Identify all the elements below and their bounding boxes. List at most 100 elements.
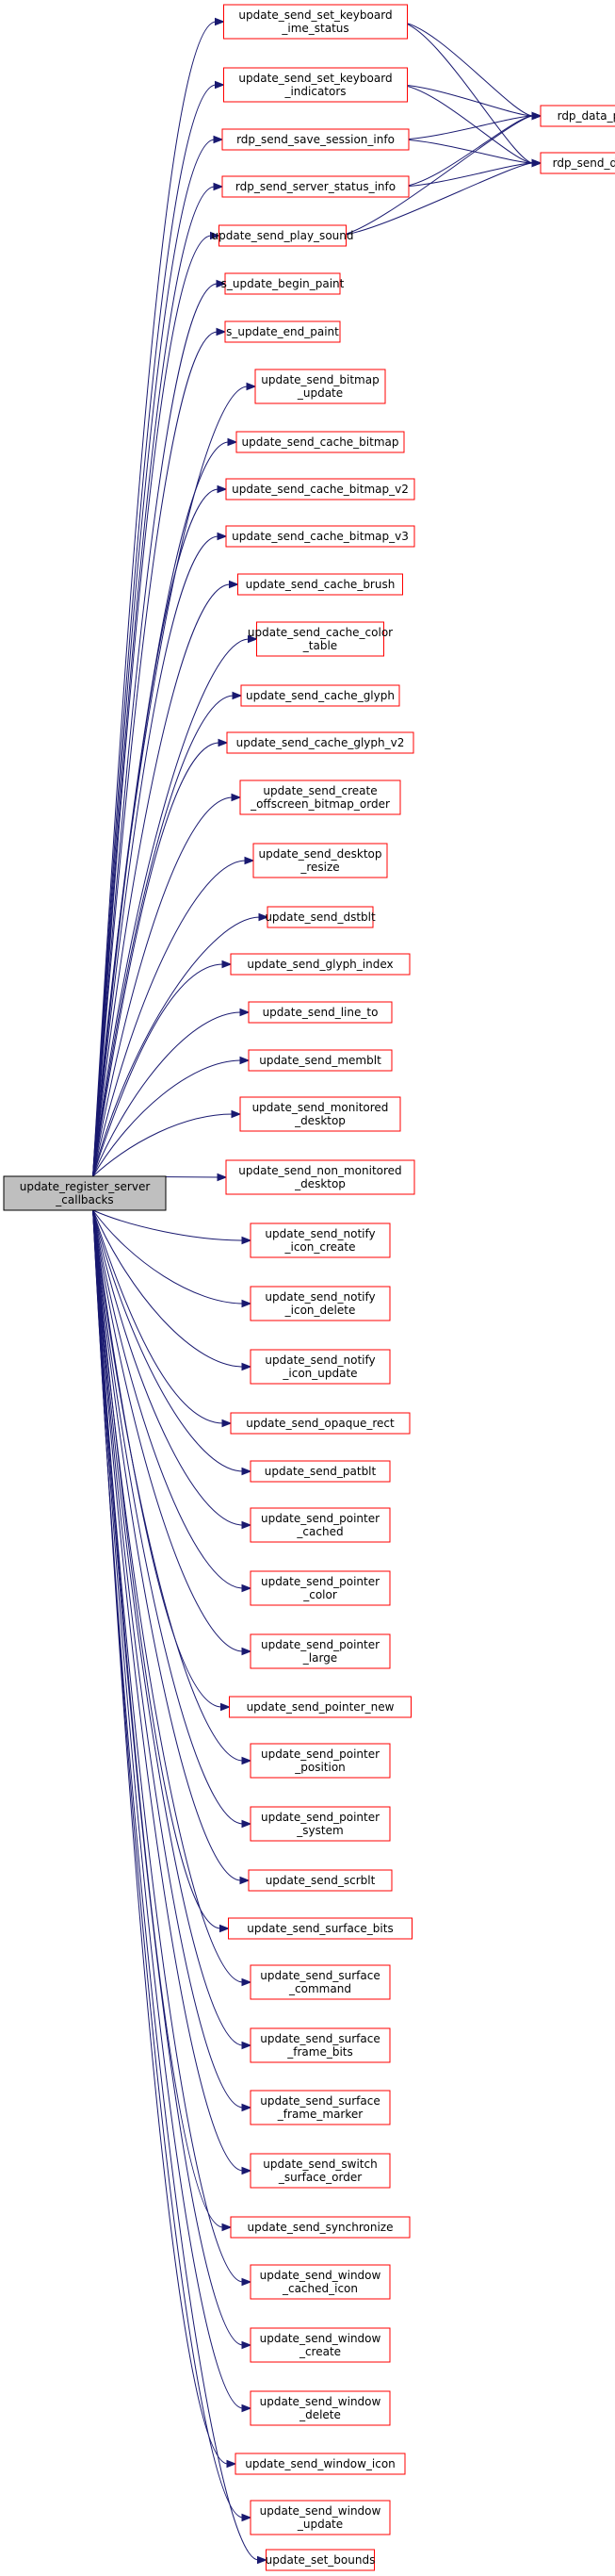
edge-to-play-sound: [92, 235, 212, 1177]
callee-node-play-sound[interactable]: update_send_play_sound: [212, 224, 354, 247]
arrowhead-cache-color: [248, 634, 258, 644]
edge-to-surface-frame-bits: [92, 1209, 244, 2046]
callee-node-dstblt[interactable]: update_send_dstblt: [265, 906, 376, 928]
edge-save-session-to-send-pdu: [398, 139, 534, 164]
callee-node-cache-color[interactable]: update_send_cache_color_table: [248, 621, 393, 657]
node-label-line: update_send_monitored: [252, 1101, 389, 1114]
callee-node-pointer-position[interactable]: update_send_pointer_position: [250, 1743, 391, 1779]
node-label-line: _desktop: [294, 1114, 346, 1127]
node-label-line: update_send_opaque_rect: [246, 1417, 395, 1430]
arrowhead-surface-command: [241, 1977, 252, 1987]
arrowhead-glyph-index: [221, 960, 233, 969]
callee-node-notify-create[interactable]: update_send_notify_icon_create: [250, 1222, 391, 1258]
callee-node-memblt[interactable]: update_send_memblt: [248, 1049, 393, 1072]
callee-node-create-offscreen[interactable]: update_send_create_offscreen_bitmap_orde…: [239, 779, 401, 815]
callee-node-surface-frame-marker[interactable]: update_send_surface_frame_marker: [250, 2090, 391, 2125]
edge-to-cache-brush: [92, 583, 231, 1177]
callee-node-server-status[interactable]: rdp_send_server_status_info: [221, 175, 410, 198]
node-label-line: _create: [299, 2345, 341, 2358]
callee-node-scrblt[interactable]: update_send_scrblt: [248, 1869, 393, 1892]
callee-node-kbd-ime[interactable]: update_send_set_keyboard_ime_status: [223, 4, 408, 40]
callee-node-pointer-system[interactable]: update_send_pointer_system: [250, 1806, 391, 1842]
callee-node-surface-command[interactable]: update_send_surface_command: [250, 1964, 391, 2000]
arrowhead-window-cached-icon: [241, 2277, 252, 2287]
target-node-send-pdu[interactable]: rdp_send_data_pdu: [540, 152, 615, 174]
callee-node-set-bounds[interactable]: update_set_bounds: [266, 2549, 376, 2571]
node-label-line: _delete: [299, 2408, 341, 2421]
edge-to-dstblt: [92, 916, 261, 1177]
callee-node-monitored[interactable]: update_send_monitored_desktop: [239, 1096, 401, 1132]
callee-node-pointer-large[interactable]: update_send_pointer_large: [250, 1633, 391, 1669]
node-label-line: _icon_create: [284, 1240, 356, 1254]
edge-play-sound-to-send-pdu: [336, 162, 534, 237]
edge-to-pointer-new: [92, 1209, 222, 1708]
callee-node-cache-bitmap-v3[interactable]: update_send_cache_bitmap_v3: [225, 525, 415, 548]
callee-node-surface-frame-bits[interactable]: update_send_surface_frame_bits: [250, 2027, 391, 2063]
callee-node-switch-surface[interactable]: update_send_switch_surface_order: [250, 2153, 391, 2189]
node-label-line: update_register_server: [20, 1180, 151, 1193]
edge-to-pointer-position: [92, 1209, 244, 1762]
callee-node-end-paint[interactable]: s_update_end_paint: [224, 320, 341, 343]
callee-node-line-to[interactable]: update_send_line_to: [248, 1001, 393, 1024]
callee-node-window-update[interactable]: update_send_window_update: [250, 2500, 391, 2535]
callee-node-surface-bits[interactable]: update_send_surface_bits: [228, 1917, 413, 1940]
node-label-line: _ime_status: [281, 22, 348, 35]
callee-node-synchronize[interactable]: update_send_synchronize: [230, 2216, 411, 2239]
node-label-line: s_update_begin_paint: [221, 277, 345, 290]
callee-node-save-session[interactable]: rdp_send_save_session_info: [221, 128, 410, 151]
call-edges: [92, 17, 542, 2565]
edge-to-kbd-ind: [92, 84, 217, 1177]
node-label-line: _table: [302, 639, 337, 652]
edge-to-pointer-color: [92, 1209, 244, 1589]
callee-node-cache-bitmap[interactable]: update_send_cache_bitmap: [235, 431, 405, 453]
arrowhead-surface-frame-bits: [241, 2041, 252, 2050]
edge-to-notify-delete: [92, 1209, 244, 1304]
callee-node-pointer-color[interactable]: update_send_pointer_color: [250, 1570, 391, 1606]
callee-node-pointer-cached[interactable]: update_send_pointer_cached: [250, 1507, 391, 1543]
node-label-line: rdp_send_server_status_info: [235, 180, 396, 193]
callee-node-glyph-index[interactable]: update_send_glyph_index: [230, 953, 411, 976]
edge-to-save-session: [92, 139, 216, 1177]
arrowhead-cache-bitmap-v2: [217, 484, 228, 494]
edge-to-glyph-index: [92, 963, 224, 1177]
callee-node-bitmap-update[interactable]: update_send_bitmap_update: [254, 369, 386, 404]
edge-to-window-icon: [92, 1209, 229, 2465]
target-node-pdu-init[interactable]: rdp_data_pdu_init: [540, 105, 615, 127]
callee-node-non-monitored[interactable]: update_send_non_monitored_desktop: [225, 1159, 415, 1195]
callee-node-begin-paint[interactable]: s_update_begin_paint: [221, 272, 345, 295]
callee-node-opaque-rect[interactable]: update_send_opaque_rect: [230, 1412, 411, 1435]
callee-node-cache-bitmap-v2[interactable]: update_send_cache_bitmap_v2: [225, 478, 415, 500]
arrowhead-play-sound-send-pdu: [531, 158, 542, 168]
arrowhead-line-to: [239, 1008, 251, 1017]
callee-node-patblt[interactable]: update_send_patblt: [250, 1460, 391, 1483]
arrowhead-kbd-ind: [215, 80, 225, 90]
arrowhead-window-icon: [226, 2459, 237, 2469]
callee-node-notify-update[interactable]: update_send_notify_icon_update: [250, 1349, 391, 1385]
node-label-line: update_send_window: [260, 2504, 381, 2518]
callee-node-kbd-ind[interactable]: update_send_set_keyboard_indicators: [223, 67, 408, 103]
callee-node-notify-delete[interactable]: update_send_notify_icon_delete: [250, 1286, 391, 1321]
callee-node-window-delete[interactable]: update_send_window_delete: [250, 2390, 391, 2426]
callee-node-window-create[interactable]: update_send_window_create: [250, 2327, 391, 2363]
callee-node-window-icon[interactable]: update_send_window_icon: [235, 2453, 406, 2475]
callee-node-cache-glyph-v2[interactable]: update_send_cache_glyph_v2: [226, 731, 414, 754]
arrowhead-cache-glyph-v2: [218, 738, 229, 747]
root-node-update-register-server-callbacks[interactable]: update_register_server_callbacks: [3, 1175, 167, 1211]
node-label-line: _position: [294, 1761, 346, 1774]
callee-node-cache-glyph[interactable]: update_send_cache_glyph: [240, 684, 400, 707]
arrowhead-opaque-rect: [221, 1419, 233, 1428]
node-label-line: update_send_pointer: [261, 1747, 380, 1761]
edge-to-opaque-rect: [92, 1209, 224, 1424]
callee-node-pointer-new[interactable]: update_send_pointer_new: [229, 1696, 412, 1718]
callee-node-desktop-resize[interactable]: update_send_desktop_resize: [252, 843, 388, 878]
edge-to-end-paint: [92, 331, 218, 1177]
callee-node-window-cached-icon[interactable]: update_send_window_cached_icon: [250, 2264, 391, 2300]
node-label-line: update_send_window: [260, 2332, 381, 2345]
node-label-line: update_send_switch: [263, 2158, 377, 2171]
arrowhead-bitmap-update: [246, 382, 257, 391]
edge-to-create-offscreen: [92, 796, 234, 1177]
callee-node-cache-brush[interactable]: update_send_cache_brush: [237, 573, 403, 596]
node-label-line: update_send_pointer: [261, 1512, 380, 1525]
edge-server-status-to-pdu-init: [398, 115, 534, 188]
node-label-line: _command: [288, 1982, 351, 1995]
